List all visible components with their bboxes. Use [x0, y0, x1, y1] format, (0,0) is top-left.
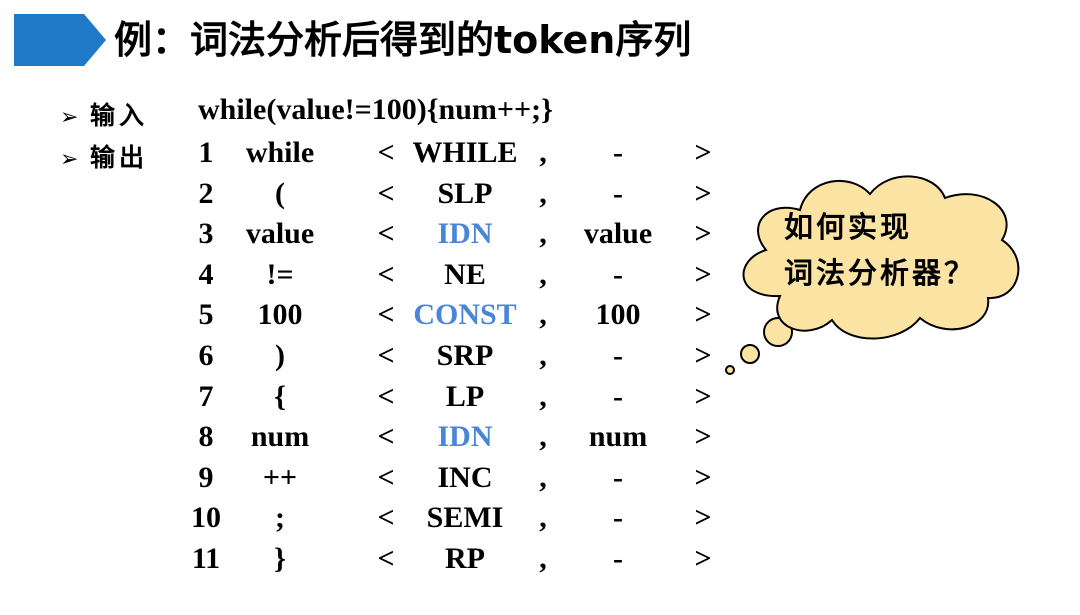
token-type: INC: [437, 460, 493, 494]
token-close-bracket: >: [694, 339, 712, 372]
token-lexeme: 100: [257, 298, 303, 332]
token-attribute: -: [613, 542, 623, 575]
token-lexeme: num: [250, 420, 310, 454]
token-index: 8: [198, 420, 214, 454]
token-attribute: -: [613, 339, 623, 372]
title-arrow-icon: [14, 14, 106, 66]
token-close-bracket: >: [694, 217, 712, 251]
token-attribute: num: [588, 420, 648, 454]
token-open-bracket: <: [377, 420, 395, 454]
token-open-bracket: <: [377, 542, 395, 575]
token-open-bracket: <: [377, 257, 395, 291]
token-close-bracket: >: [694, 298, 712, 332]
token-close-bracket: >: [694, 460, 712, 494]
token-close-bracket: >: [694, 257, 712, 291]
token-separator: ,: [539, 501, 547, 535]
token-open-bracket: <: [377, 501, 395, 535]
token-lexeme: ;: [275, 501, 285, 535]
token-close-bracket: >: [694, 176, 712, 210]
token-attribute: 100: [595, 298, 641, 332]
input-bullet: ➢ 输入: [60, 96, 148, 132]
token-close-bracket: >: [694, 420, 712, 454]
token-type: SLP: [437, 176, 493, 210]
token-index: 9: [198, 460, 214, 494]
token-separator: ,: [539, 136, 547, 169]
token-separator: ,: [539, 379, 547, 413]
token-open-bracket: <: [377, 339, 395, 372]
token-separator: ,: [539, 257, 547, 291]
token-index: 11: [191, 542, 221, 575]
token-index: 7: [198, 379, 214, 413]
token-open-bracket: <: [377, 298, 395, 332]
token-open-bracket: <: [377, 176, 395, 210]
token-separator: ,: [539, 298, 547, 332]
bullet-arrow-icon: ➢: [60, 147, 79, 172]
token-close-bracket: >: [694, 379, 712, 413]
token-type: RP: [445, 542, 485, 575]
callout-text: 如何实现 词法分析器？: [784, 204, 976, 296]
callout-line-1: 如何实现: [784, 210, 913, 244]
bullet-arrow-icon: ➢: [60, 105, 79, 130]
output-bullet: ➢ 输出: [60, 138, 148, 174]
token-separator: ,: [539, 460, 547, 494]
token-open-bracket: <: [377, 217, 395, 251]
token-type: LP: [445, 379, 485, 413]
token-attribute: -: [613, 460, 623, 494]
token-attribute: -: [613, 257, 623, 291]
token-index: 10: [191, 501, 221, 535]
token-attribute: value: [583, 217, 653, 251]
token-type: CONST: [413, 298, 517, 332]
thought-cloud: [725, 175, 1020, 375]
token-type: SRP: [436, 339, 494, 372]
token-open-bracket: <: [377, 136, 395, 169]
token-index: 5: [198, 298, 214, 332]
token-type: SEMI: [426, 501, 504, 535]
token-index: 4: [198, 257, 214, 291]
token-separator: ,: [539, 420, 547, 454]
token-separator: ,: [539, 542, 547, 575]
token-separator: ,: [539, 339, 547, 372]
token-index: 2: [198, 176, 214, 210]
token-lexeme: {: [274, 379, 286, 413]
input-code: while(value!=100){num++;}: [198, 93, 553, 126]
token-type: NE: [444, 257, 486, 291]
token-attribute: -: [613, 379, 623, 413]
token-close-bracket: >: [694, 501, 712, 535]
token-index: 3: [198, 217, 214, 251]
token-close-bracket: >: [694, 136, 712, 169]
token-separator: ,: [539, 176, 547, 210]
token-lexeme: (: [275, 176, 285, 210]
token-lexeme: ++: [262, 460, 298, 494]
token-type: IDN: [437, 217, 493, 251]
input-label: 输入: [90, 101, 149, 130]
token-index: 6: [198, 339, 214, 372]
token-type: IDN: [437, 420, 493, 454]
token-attribute: -: [613, 501, 623, 535]
token-close-bracket: >: [694, 542, 712, 575]
token-open-bracket: <: [377, 460, 395, 494]
token-open-bracket: <: [377, 379, 395, 413]
token-index: 1: [198, 136, 214, 169]
token-lexeme: !=: [266, 257, 294, 291]
output-label: 输出: [90, 143, 149, 172]
token-lexeme: while: [245, 136, 315, 169]
token-attribute: -: [613, 136, 623, 169]
slide-title: 例：词法分析后得到的token序列: [114, 18, 692, 62]
token-lexeme: value: [245, 217, 315, 251]
token-separator: ,: [539, 217, 547, 251]
token-type: WHILE: [412, 136, 518, 169]
callout-line-2: 词法分析器？: [784, 256, 977, 290]
token-attribute: -: [613, 176, 623, 210]
token-lexeme: ): [275, 339, 285, 372]
token-lexeme: }: [274, 542, 286, 575]
